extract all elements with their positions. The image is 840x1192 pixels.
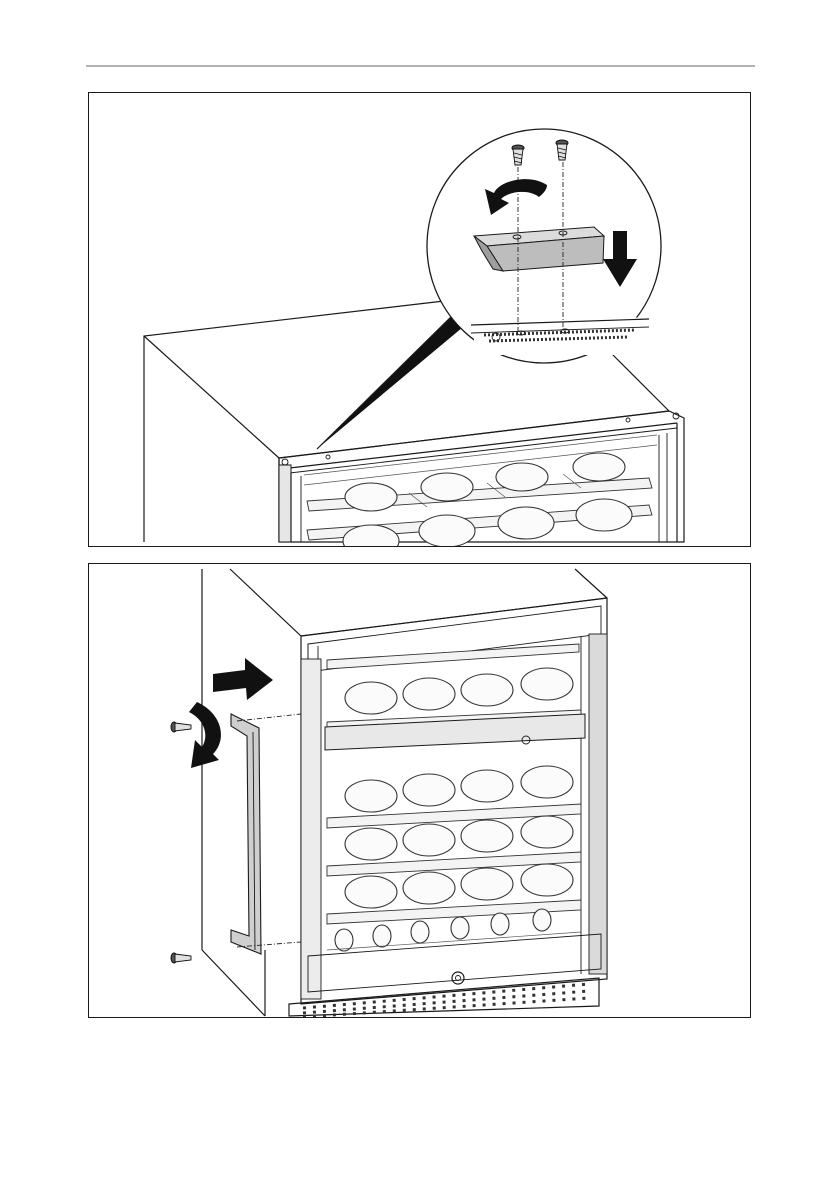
zoom-pointer: [317, 305, 475, 449]
bottle-rows: [304, 435, 657, 547]
figure-mount-top-bracket: [88, 92, 751, 547]
door-handle: [231, 714, 261, 954]
fridge-front-illustration: [89, 564, 751, 1018]
screw-icon: [171, 722, 191, 732]
detail-circle: [427, 129, 661, 363]
header-rule: [86, 65, 755, 67]
push-arrow-icon: [213, 658, 273, 700]
figure-mount-door-handle: [88, 563, 751, 1018]
rotate-arrow-icon: [189, 702, 221, 768]
bottle-rows: [325, 644, 585, 951]
fridge-top-illustration: [89, 93, 751, 547]
screw-icon: [171, 953, 191, 963]
